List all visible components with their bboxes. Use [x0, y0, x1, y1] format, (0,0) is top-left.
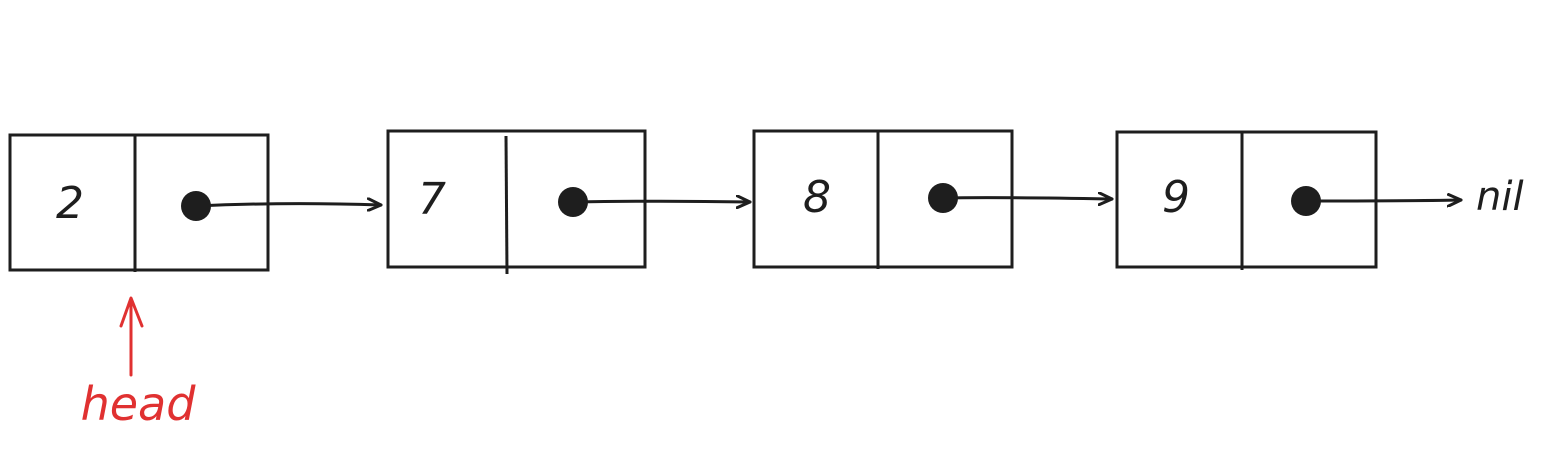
node-3-next-arrow [941, 198, 1114, 199]
node-3-value: 8 [803, 172, 831, 223]
nil-label: nil [1476, 174, 1524, 220]
node-2-divider [504, 135, 509, 275]
node-2-value: 7 [418, 174, 446, 225]
head-label: head [81, 377, 197, 431]
node-4-next-arrow [1304, 200, 1463, 201]
list-node-3: 8 [752, 129, 1114, 269]
node-4-value: 9 [1162, 172, 1190, 223]
list-node-4: 9 [1115, 130, 1463, 270]
node-1-box [8, 133, 270, 272]
head-pointer: head [81, 296, 197, 431]
head-arrow-tip [119, 296, 144, 328]
node-2-next-arrow [571, 201, 752, 202]
node-2-box [386, 129, 647, 269]
node-1-next-arrow [194, 204, 383, 206]
node-1-value: 2 [56, 178, 84, 229]
list-node-2: 7 [386, 129, 752, 275]
list-node-1: 2 [8, 133, 383, 272]
